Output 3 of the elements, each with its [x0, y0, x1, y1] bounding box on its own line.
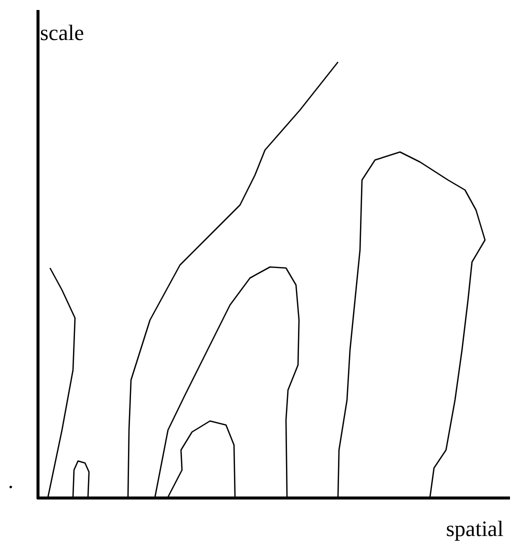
- axis-label: scale: [40, 22, 84, 44]
- axis-label: spatial: [446, 518, 504, 540]
- dot-text: .: [8, 470, 14, 492]
